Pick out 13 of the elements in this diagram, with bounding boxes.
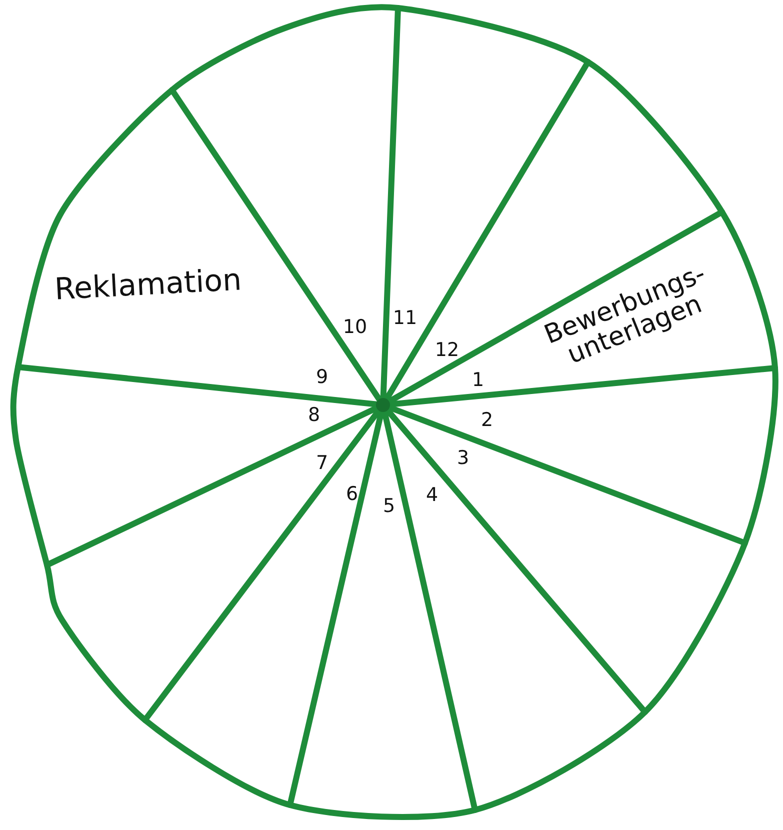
sector-number: 4 <box>426 484 438 506</box>
sector-number: 11 <box>392 307 418 329</box>
sector-number: 7 <box>316 452 328 474</box>
sector-number: 5 <box>382 495 396 517</box>
sector-number: 3 <box>456 447 470 469</box>
sector-number: 8 <box>308 404 320 426</box>
sector-number: 10 <box>342 316 368 338</box>
sector-number: 12 <box>434 339 460 361</box>
sector-number: 2 <box>480 409 494 431</box>
sector-number: 9 <box>316 366 328 388</box>
sector-number: 1 <box>472 369 484 391</box>
sector-label: Reklamation <box>54 262 242 308</box>
sector-number: 6 <box>346 483 358 505</box>
